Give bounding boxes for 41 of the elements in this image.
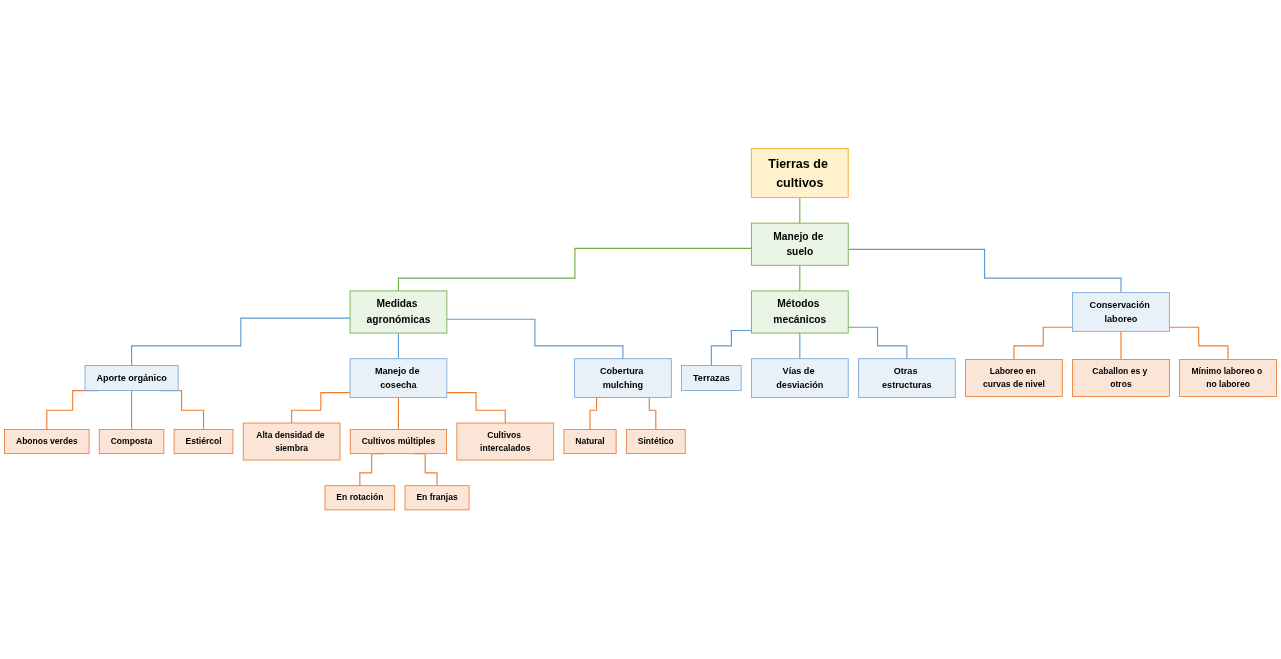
connector	[446, 392, 506, 424]
connector	[847, 249, 1122, 294]
connector	[131, 390, 133, 431]
node-box: Mínimo laboreo o no laboreo	[1179, 359, 1277, 398]
node-box: Métodos mecánicos	[751, 290, 849, 334]
node-box: Composta	[98, 429, 165, 455]
connector	[1120, 331, 1122, 361]
node-box: Aporte orgánico	[84, 365, 179, 392]
node-box: Sintético	[625, 429, 686, 455]
node-box: Conservación laboreo	[1072, 292, 1170, 333]
connector	[397, 248, 752, 292]
connector	[847, 327, 908, 360]
node-box: Estiércol	[173, 429, 234, 455]
node-box: Laboreo en curvas de nivel	[965, 359, 1063, 398]
node-box: Otras estructuras	[858, 358, 956, 399]
connector	[799, 197, 801, 224]
connector	[710, 330, 752, 367]
node-box: Abonos verdes	[4, 429, 90, 455]
connector	[446, 319, 624, 360]
node-box: En rotación	[324, 485, 396, 511]
connector	[1168, 327, 1229, 361]
node-box: Manejo de cosecha	[349, 358, 448, 399]
node-box: Cobertura mulching	[574, 358, 672, 399]
node-box: Vías de desviación	[751, 358, 849, 399]
node-box: Manejo de suelo	[751, 223, 849, 266]
connector	[1013, 327, 1074, 361]
connector	[397, 397, 399, 431]
node-box: Terrazas	[681, 365, 742, 392]
connector	[397, 332, 399, 360]
node-box: Medidas agronómicas	[349, 290, 448, 334]
node-box: Caballon es y otros	[1072, 359, 1170, 398]
node-box: Tierras de cultivos	[750, 148, 849, 199]
node-box: Cultivos múltiples	[349, 429, 448, 455]
connector	[799, 332, 801, 360]
connector	[291, 392, 351, 424]
node-box: En franjas	[404, 485, 470, 511]
node-box: Cultivos intercalados	[456, 422, 555, 461]
node-box: Natural	[563, 429, 617, 455]
connector	[131, 317, 351, 367]
node-box: Alta densidad de siembra	[242, 422, 341, 461]
connector	[799, 265, 801, 292]
